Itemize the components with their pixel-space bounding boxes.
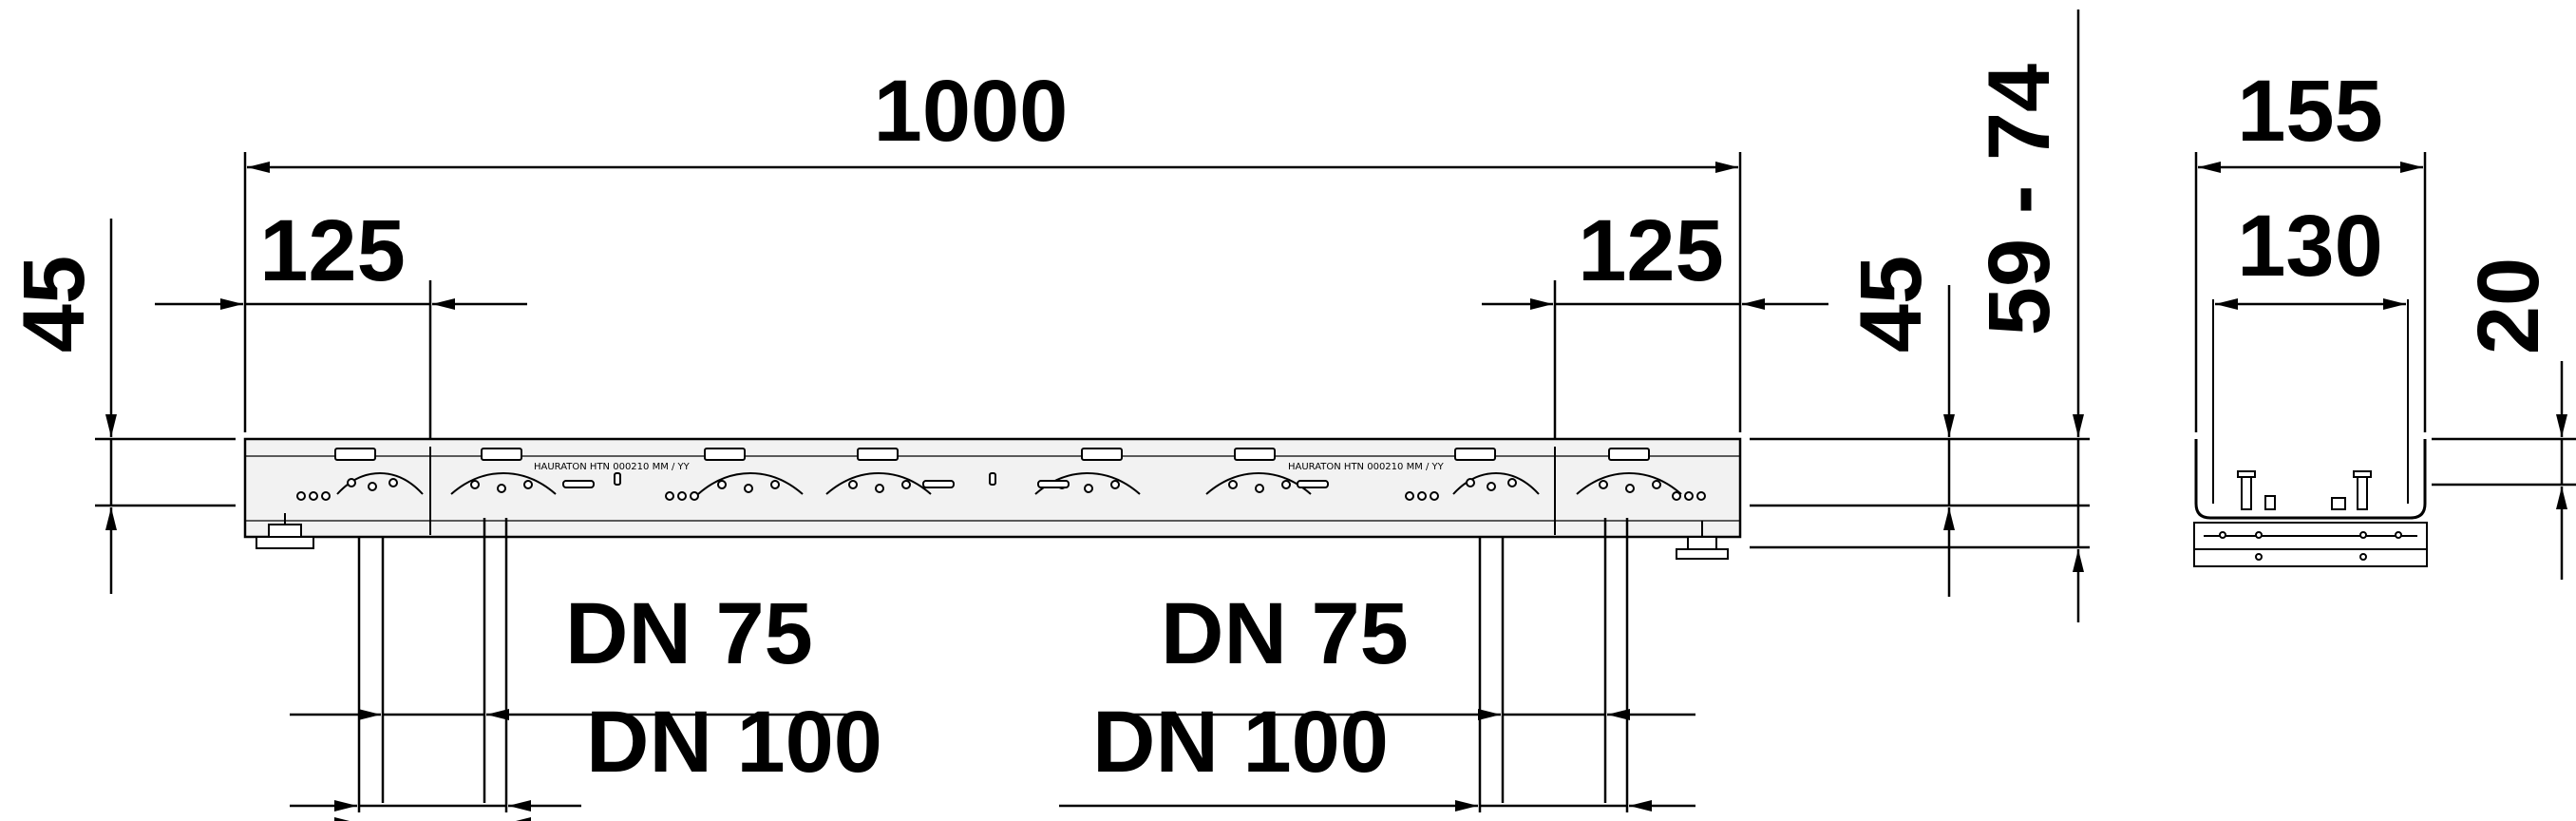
outlet-dimension-lines [290,709,1695,811]
dimension-total-height [1750,10,2090,622]
label-left-end-offset: 125 [259,202,406,299]
dimension-right-end-offset [1482,280,1828,439]
dimension-rim-height [2432,361,2576,580]
label-left-outlet-dn75: DN 75 [565,585,813,682]
label-right-end-offset: 125 [1578,202,1724,299]
label-total-height: 59 - 74 [1971,64,2068,335]
label-right-outlet-dn100: DN 100 [1092,694,1389,791]
channel-body [243,437,1742,539]
section-view: 155 130 20 [2193,63,2576,580]
dimension-outer-width [2194,152,2427,432]
label-right-outlet-dn75: DN 75 [1161,585,1409,682]
label-inner-width: 130 [2237,198,2383,295]
label-outer-width: 155 [2237,63,2383,160]
label-left-outlet-dn100: DN 100 [586,694,882,791]
channel-marking-right: HAURATON HTN 000210 MM / YY [1288,462,1445,472]
channel-marking-left: HAURATON HTN 000210 MM / YY [534,462,691,472]
section-base [2193,522,2428,567]
dimension-left-outlets [334,518,531,821]
front-view: HAURATON HTN 000210 MM / YY HAURATON HTN… [6,10,2090,821]
label-right-height: 45 [1843,256,1940,353]
channel-section-outline [2194,442,2427,520]
label-left-height: 45 [6,256,103,353]
section-bolts [2237,470,2372,510]
label-rim-height: 20 [2460,258,2557,354]
dimension-right-outlets [1478,518,1629,812]
dimension-left-height [95,219,236,594]
dimension-left-end-offset [155,280,527,439]
right-foot [1676,521,1729,560]
label-overall-length: 1000 [874,63,1069,160]
dimension-overall-length [243,152,1742,432]
channel-detailing [296,448,1706,501]
dimension-right-height [1750,285,2090,597]
left-foot [256,513,314,549]
